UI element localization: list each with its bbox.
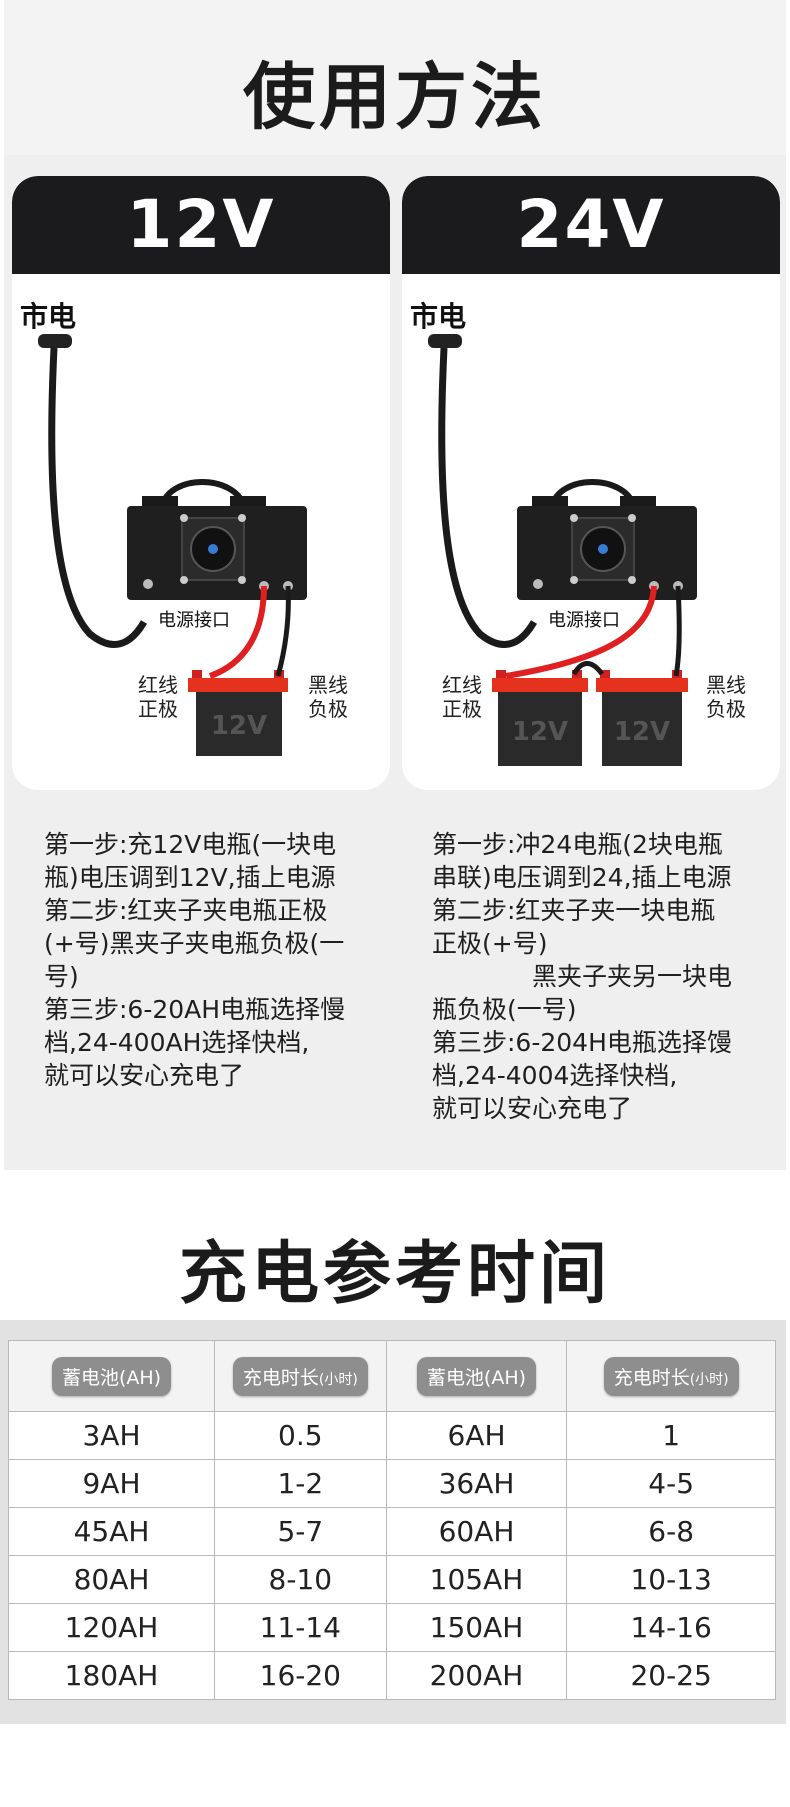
charge-time-title: 充电参考时间 — [178, 1235, 611, 1314]
mains-label: 市电 — [410, 300, 466, 333]
header-battery-2: 蓄电池(AH) — [385, 1340, 568, 1412]
black-wire-label-1: 黑线 — [706, 673, 746, 697]
table-cell: 20-25 — [566, 1651, 776, 1700]
table-cell: 60AH — [385, 1507, 568, 1556]
table-cell: 150AH — [385, 1603, 568, 1652]
black-wire-label-2: 负极 — [308, 697, 348, 721]
table-cell: 120AH — [8, 1603, 215, 1652]
table-cell: 180AH — [8, 1651, 215, 1700]
battery-1-icon: 12V — [492, 670, 588, 766]
table-cell: 1 — [566, 1411, 776, 1460]
table-row: 45AH 5-7 60AH 6-8 — [8, 1507, 776, 1556]
table-cell: 6AH — [385, 1411, 568, 1460]
power-port-label: 电源接口 — [548, 610, 620, 631]
black-wire-label-1: 黑线 — [308, 673, 348, 697]
charger-icon — [127, 479, 307, 600]
table-cell: 3AH — [8, 1411, 215, 1460]
plug-icon — [38, 334, 72, 348]
header-battery-1: 蓄电池(AH) — [8, 1340, 215, 1412]
table-cell: 105AH — [385, 1555, 568, 1604]
black-cable — [673, 585, 682, 677]
series-link-cable — [571, 661, 605, 676]
table-row: 120AH 11-14 150AH 14-16 — [8, 1603, 776, 1652]
battery-label: 12V — [211, 711, 267, 741]
charge-time-table: 蓄电池(AH) 充电时长(小时) 蓄电池(AH) 充电时长(小时) 3AH 0.… — [8, 1340, 776, 1700]
black-cable — [275, 585, 291, 677]
mains-cable — [48, 347, 148, 648]
table-cell: 11-14 — [214, 1603, 387, 1652]
header-duration-1: 充电时长(小时) — [214, 1340, 387, 1412]
table-cell: 1-2 — [214, 1459, 387, 1508]
battery-2-icon: 12V — [596, 670, 688, 766]
table-row: 9AH 1-2 36AH 4-5 — [8, 1459, 776, 1508]
battery-label: 12V — [512, 717, 568, 747]
red-wire-label-1: 红线 — [138, 673, 178, 697]
charge-time-table-wrap: 蓄电池(AH) 充电时长(小时) 蓄电池(AH) 充电时长(小时) 3AH 0.… — [0, 1320, 786, 1724]
table-cell: 45AH — [8, 1507, 215, 1556]
mains-label: 市电 — [20, 300, 76, 333]
table-header-row: 蓄电池(AH) 充电时长(小时) 蓄电池(AH) 充电时长(小时) — [8, 1340, 776, 1412]
wiring-diagram-12v: 市电 — [20, 300, 348, 756]
red-cable — [505, 585, 657, 679]
table-cell: 80AH — [8, 1555, 215, 1604]
card-24v-header: 24V — [402, 176, 780, 274]
table-cell: 9AH — [8, 1459, 215, 1508]
steps-12v: 第一步:充12V电瓶(一块电 瓶)电压调到12V,插上电源 第二步:红夹子夹电瓶… — [44, 830, 346, 1090]
table-cell: 0.5 — [214, 1411, 387, 1460]
charger-icon — [517, 479, 697, 600]
red-wire-label-2: 正极 — [138, 697, 178, 721]
battery-label: 12V — [614, 717, 670, 747]
card-12v: 12V 市电 — [12, 176, 390, 790]
plug-icon — [428, 334, 462, 348]
usage-title-band — [4, 0, 786, 155]
wiring-diagram-24v: 市电 — [410, 300, 746, 766]
table-cell: 36AH — [385, 1459, 568, 1508]
black-wire-label-2: 负极 — [706, 697, 746, 721]
table-cell: 10-13 — [566, 1555, 776, 1604]
card-12v-header: 12V — [12, 176, 390, 274]
usage-title: 使用方法 — [242, 55, 547, 139]
table-row: 180AH 16-20 200AH 20-25 — [8, 1651, 776, 1700]
red-cable — [208, 585, 267, 679]
mains-cable — [438, 347, 538, 648]
table-cell: 5-7 — [214, 1507, 387, 1556]
header-duration-2: 充电时长(小时) — [566, 1340, 776, 1412]
red-wire-label-2: 正极 — [442, 697, 482, 721]
table-cell: 4-5 — [566, 1459, 776, 1508]
table-cell: 6-8 — [566, 1507, 776, 1556]
table-cell: 14-16 — [566, 1603, 776, 1652]
battery-icon: 12V — [188, 670, 288, 756]
table-cell: 8-10 — [214, 1555, 387, 1604]
table-cell: 200AH — [385, 1651, 568, 1700]
red-wire-label-1: 红线 — [442, 673, 482, 697]
table-row: 80AH 8-10 105AH 10-13 — [8, 1555, 776, 1604]
power-port-label: 电源接口 — [158, 610, 230, 631]
card-24v: 24V 市电 — [402, 176, 780, 790]
table-row: 3AH 0.5 6AH 1 — [8, 1411, 776, 1460]
table-cell: 16-20 — [214, 1651, 387, 1700]
steps-24v: 第一步:冲24电瓶(2块电瓶 串联)电压调到24,插上电源 第二步:红夹子夹一块… — [432, 830, 733, 1123]
usage-section: 使用方法 12V 市电 — [4, 0, 786, 1170]
